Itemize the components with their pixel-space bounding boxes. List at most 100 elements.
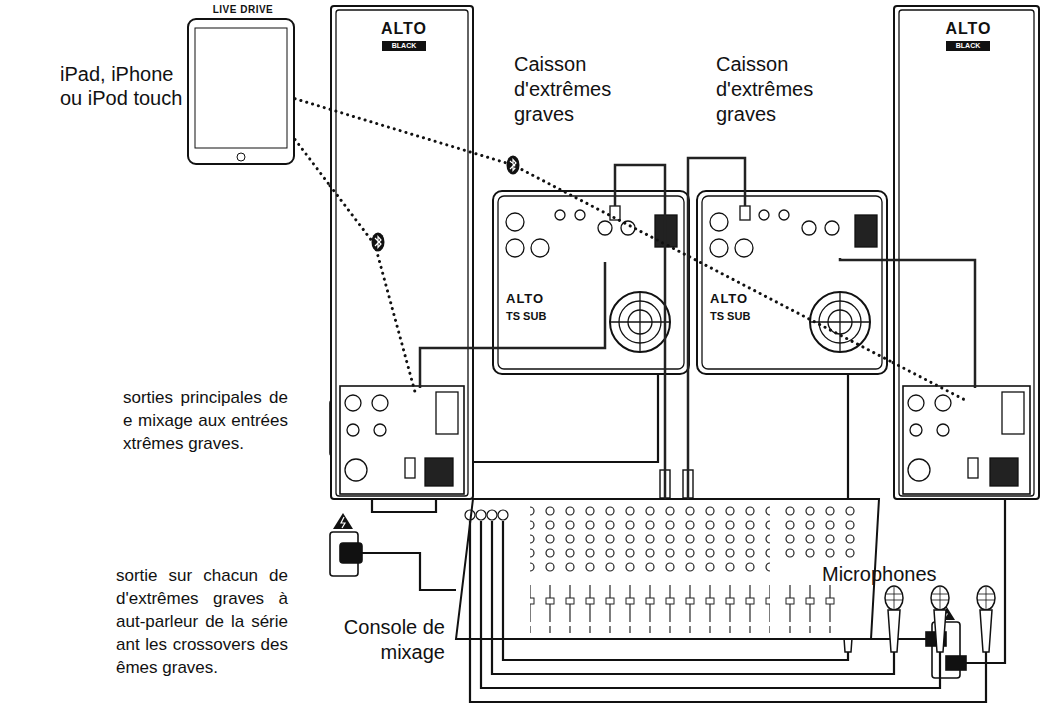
input-jack bbox=[908, 395, 924, 411]
model-logo: TS SUB bbox=[710, 310, 780, 323]
bluetooth-rune bbox=[375, 237, 381, 248]
xlr-jack bbox=[531, 239, 549, 257]
input-jack bbox=[345, 395, 361, 411]
cable-run bbox=[744, 190, 747, 214]
knob bbox=[374, 424, 386, 436]
tablet-details bbox=[195, 28, 287, 161]
bluetooth-runs bbox=[330, 186, 965, 400]
audio-cable bbox=[688, 158, 745, 498]
knob bbox=[802, 221, 816, 235]
xlr-input bbox=[487, 510, 497, 520]
sub-panel bbox=[498, 196, 684, 369]
microphones bbox=[839, 586, 995, 652]
brand-logo: ALTO bbox=[895, 20, 1042, 38]
tablet: LIVE DRIVE bbox=[187, 18, 295, 165]
warning-triangle bbox=[333, 382, 353, 398]
xlr-plug bbox=[683, 470, 693, 498]
cable-plug bbox=[610, 206, 620, 220]
series-logo: BLACK bbox=[946, 41, 990, 51]
mic-handle bbox=[888, 610, 900, 652]
power-inlet bbox=[655, 215, 677, 247]
xlr-input bbox=[465, 510, 475, 520]
xlr-plug bbox=[660, 470, 670, 498]
xlr-jack bbox=[506, 213, 524, 231]
home-button bbox=[237, 153, 245, 161]
power-cord bbox=[966, 500, 1005, 663]
mic-cable bbox=[481, 640, 940, 688]
xlr-input bbox=[476, 510, 486, 520]
mic-head bbox=[977, 586, 995, 610]
power-cord bbox=[362, 553, 456, 590]
mic-head bbox=[839, 586, 857, 610]
mic-grille bbox=[978, 587, 994, 609]
audio-cable bbox=[474, 347, 492, 350]
mixing-console: Console de mixage bbox=[455, 498, 880, 640]
master-knobs bbox=[785, 506, 865, 562]
control-panel bbox=[903, 386, 1030, 494]
indicator-strip bbox=[436, 392, 458, 434]
power-cord bbox=[848, 375, 926, 639]
warning-bolt bbox=[341, 517, 345, 528]
note-text: sorties principales de e mixage aux entr… bbox=[123, 386, 288, 455]
warning-triangle bbox=[935, 604, 955, 620]
mic-handle bbox=[842, 610, 854, 652]
bluetooth-run bbox=[330, 186, 415, 392]
power-switch bbox=[968, 458, 978, 478]
fan-grille bbox=[810, 292, 870, 352]
left-sub-details bbox=[498, 196, 684, 369]
bluetooth-badge bbox=[372, 233, 385, 252]
part-heading: Caisson d'extrêmes graves bbox=[514, 52, 644, 127]
right-sub-details bbox=[702, 196, 882, 369]
small-jack bbox=[779, 210, 789, 220]
audio-cable bbox=[888, 259, 893, 262]
speaker-inner-edge bbox=[336, 10, 468, 496]
fan-grille bbox=[828, 310, 852, 334]
bluetooth-icon bbox=[507, 156, 520, 175]
outlet-plate bbox=[330, 532, 358, 576]
cable-run bbox=[614, 190, 617, 214]
indicator-strip bbox=[1002, 392, 1024, 434]
fan-grille bbox=[610, 292, 670, 352]
mic-grille bbox=[932, 587, 948, 609]
power-cord bbox=[362, 375, 658, 462]
knob bbox=[937, 424, 949, 436]
subwoofer: Caisson d'extrêmes gravesALTOTS SUB bbox=[696, 190, 888, 375]
fan-grille bbox=[619, 301, 661, 343]
brand-logo: ALTO bbox=[332, 20, 476, 38]
note-text: sortie sur chacun de d'extrêmes graves à… bbox=[116, 564, 288, 679]
xlr-jack bbox=[506, 239, 524, 257]
mic-cable bbox=[492, 640, 894, 674]
input-jack bbox=[372, 395, 388, 411]
small-jack bbox=[575, 210, 585, 220]
xlr-input bbox=[498, 510, 508, 520]
warning-bolt bbox=[341, 386, 345, 397]
fan-grille bbox=[628, 310, 652, 334]
cable-run bbox=[420, 348, 474, 388]
device-label: iPad, iPhone ou iPod touch bbox=[60, 62, 195, 110]
mic-cable-on-mixer bbox=[470, 521, 503, 640]
power-outlet-left bbox=[330, 382, 362, 456]
plug bbox=[342, 434, 362, 448]
mic-grille bbox=[886, 587, 902, 609]
power-inlet bbox=[990, 458, 1018, 486]
console-body bbox=[456, 499, 879, 639]
knob-grid bbox=[530, 506, 770, 576]
bluetooth-run bbox=[893, 363, 965, 400]
fan-grille bbox=[610, 292, 670, 352]
part-heading: Caisson d'extrêmes graves bbox=[716, 52, 846, 127]
master-faders bbox=[785, 585, 845, 633]
speaker-inner-edge bbox=[899, 10, 1034, 496]
knob bbox=[825, 221, 839, 235]
bluetooth-link bbox=[295, 140, 330, 186]
mic-cable bbox=[503, 640, 848, 660]
cable-run bbox=[840, 258, 888, 260]
warning-triangle bbox=[333, 513, 353, 529]
speaker: ALTO BLACK bbox=[893, 5, 1040, 500]
cable-runs bbox=[420, 190, 975, 388]
power-outlet-right bbox=[926, 604, 966, 678]
bluetooth-icon bbox=[372, 233, 385, 252]
power-inlet bbox=[855, 215, 877, 247]
brand-logo: ALTO bbox=[506, 292, 576, 307]
